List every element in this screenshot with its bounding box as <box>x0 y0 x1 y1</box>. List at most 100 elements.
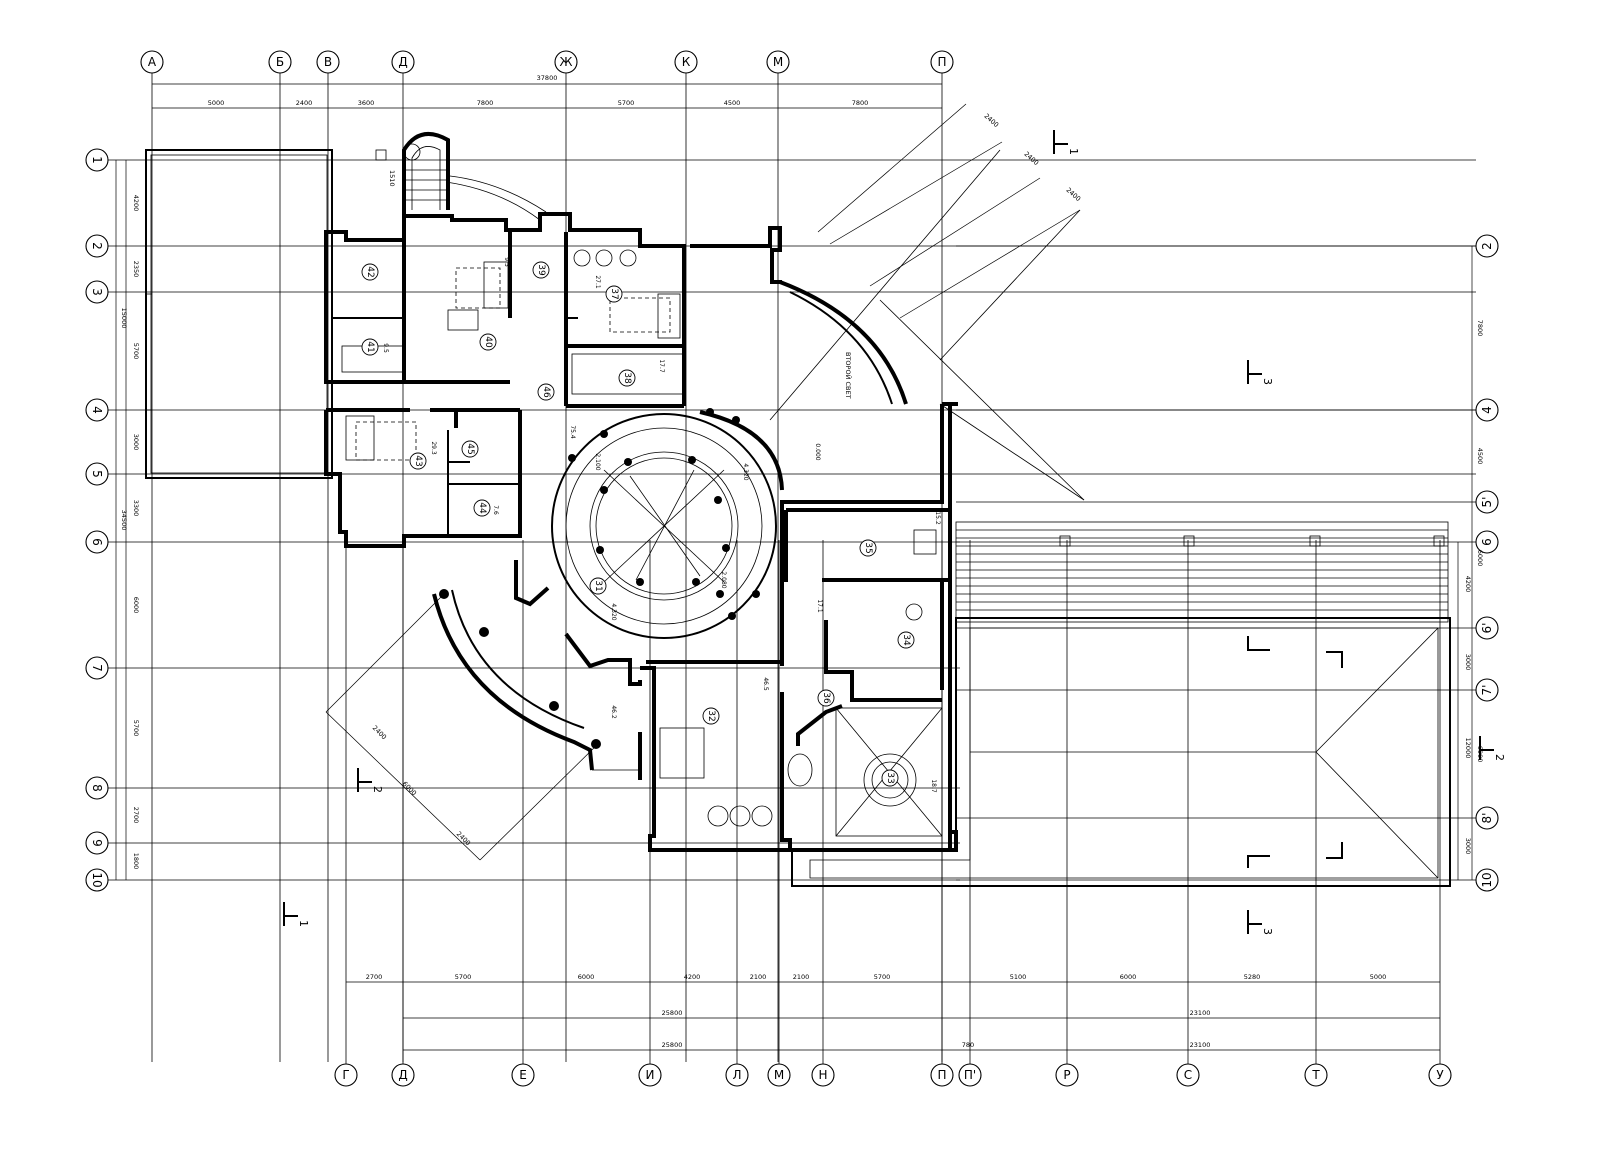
axis-bubble <box>1475 806 1499 830</box>
room-number: 36 <box>821 692 831 704</box>
room-number: 31 <box>593 580 603 591</box>
room-number: 44 <box>477 502 487 514</box>
dimension-label: 2400 <box>296 99 313 107</box>
dimension-labels: 37800 5000 2400 3600 7800 5700 4500 7800 2700 570… <box>120 74 1484 1049</box>
dimension-label: 2400 <box>371 724 388 741</box>
axis-label: Л <box>732 1068 741 1082</box>
section-number: 2 <box>1493 754 1506 761</box>
elevation-mark: 4.320 <box>742 463 749 480</box>
room-number: 38 <box>622 372 632 384</box>
axis-label: П <box>937 1068 946 1082</box>
axis-label: Е <box>519 1068 527 1082</box>
axis-label: 2 <box>90 242 104 250</box>
stair-mark: 1510 <box>388 170 396 187</box>
axis-bubble <box>85 148 109 172</box>
dimension-label: 2700 <box>132 807 140 824</box>
room-area: 18.7 <box>930 779 937 793</box>
dimension-label: 2100 <box>750 973 767 981</box>
axis-label: П <box>937 55 946 69</box>
section-number: 3 <box>1261 928 1274 935</box>
dimension-label: 4200 <box>1464 576 1472 593</box>
axis-bubble <box>767 1063 791 1087</box>
second-light-label: ВТОРОЙ СВЕТ <box>844 352 853 399</box>
axis-bubble <box>85 776 109 800</box>
room-areas: 27.117.79.59.529.37.615.217.146.518.775.… <box>382 257 941 793</box>
central-round-stair <box>551 408 784 639</box>
east-pergola <box>955 521 1449 623</box>
dimension-label: 5700 <box>874 973 891 981</box>
second-light-label-group: ВТОРОЙ СВЕТ <box>844 352 853 399</box>
room-marker <box>361 263 379 281</box>
dimension-label: 7800 <box>477 99 494 107</box>
axis-label: 8 <box>90 784 104 792</box>
elevation-mark: 4.320 <box>610 603 617 620</box>
axis-label: Т <box>1311 1068 1320 1082</box>
axis-label: 6' <box>1480 623 1494 634</box>
axis-bubble <box>140 50 164 74</box>
dimension-label: 2100 <box>793 973 810 981</box>
dimension-label: 3000 <box>1464 654 1472 671</box>
dimension-label: 6000 <box>578 973 595 981</box>
axis-label: 1 <box>90 156 104 164</box>
bathroom-33-tiles <box>787 707 943 837</box>
room-area: 27.1 <box>594 275 601 289</box>
axis-label: Н <box>818 1068 827 1082</box>
dimension-label: 4200 <box>132 195 140 212</box>
axis-label: К <box>682 55 691 69</box>
dimension-label: 5000 <box>1370 973 1387 981</box>
dimension-label: 5700 <box>455 973 472 981</box>
axis-label: 7 <box>90 664 104 672</box>
axis-bubble <box>85 656 109 680</box>
axis-bubble <box>85 462 109 486</box>
dimension-label: 4500 <box>724 99 741 107</box>
axis-bubble <box>391 50 415 74</box>
dimension-label: 3300 <box>132 500 140 517</box>
room-number: 40 <box>483 336 493 348</box>
axis-label: 10 <box>90 872 104 887</box>
room-area: 46.5 <box>762 677 769 691</box>
grid-lines <box>108 73 1476 1064</box>
dimension-label: 5700 <box>132 720 140 737</box>
axis-label: 3 <box>90 288 104 296</box>
section-number: 1 <box>1067 148 1080 155</box>
dimension-label: 3600 <box>358 99 375 107</box>
room-marker <box>881 769 899 787</box>
axis-bubble <box>1475 530 1499 554</box>
section-number: 3 <box>1261 378 1274 385</box>
axis-bubble <box>674 50 698 74</box>
elevation-mark: 2.100 <box>594 453 601 470</box>
room-number: 41 <box>365 341 375 352</box>
dimension-label: 6000 <box>132 597 140 614</box>
axis-label: Б <box>276 55 284 69</box>
axis-label: М <box>773 55 783 69</box>
axis-bubble <box>766 50 790 74</box>
axis-bubble <box>511 1063 535 1087</box>
room-number: 37 <box>609 288 619 299</box>
axis-bubble <box>1475 868 1499 892</box>
axis-label: 2 <box>1480 242 1494 250</box>
dimension-label: 37800 <box>537 74 558 82</box>
dimension-label: 5700 <box>618 99 635 107</box>
dimension-label: 1800 <box>132 853 140 870</box>
axis-label: 4 <box>1480 406 1494 414</box>
dimension-label: 2350 <box>132 261 140 278</box>
east-roof <box>791 617 1451 887</box>
dimension-lines <box>115 83 1473 1051</box>
dimension-label: 7800 <box>852 99 869 107</box>
room-area: 0.000 <box>814 443 821 460</box>
room-area: 17.7 <box>658 359 665 373</box>
room-number: 46 <box>541 386 551 398</box>
dimension-label: 5000 <box>208 99 225 107</box>
axis-bubble <box>1475 234 1499 258</box>
axis-label: М <box>774 1068 784 1082</box>
axis-bubble <box>554 50 578 74</box>
axis-bubble <box>958 1063 982 1087</box>
room-number: 34 <box>901 634 911 646</box>
axis-bubble <box>725 1063 749 1087</box>
dimension-label: 3000 <box>132 434 140 451</box>
axis-label: И <box>646 1068 655 1082</box>
dimension-label: 2400 <box>1065 186 1083 203</box>
dimension-label: 25800 <box>662 1041 683 1049</box>
